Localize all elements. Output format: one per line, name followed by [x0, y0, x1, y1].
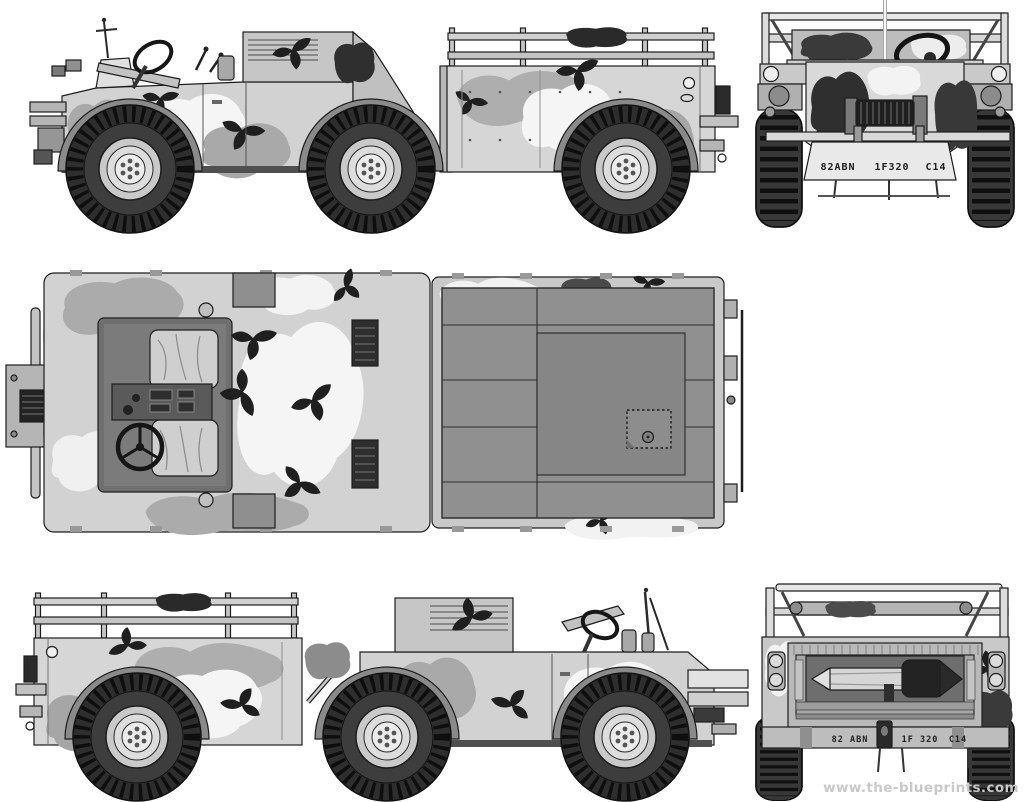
front-bumper — [29, 101, 67, 113]
taillight — [988, 653, 1004, 669]
wheel — [561, 673, 689, 801]
seat-top — [149, 329, 219, 389]
top-view — [5, 267, 744, 542]
watermark-text: www.the-blueprints.com — [823, 780, 1019, 796]
front-bumper-marking-left: 82ABN — [820, 162, 855, 173]
steering-wheel-top — [115, 422, 165, 472]
top-winch — [19, 389, 47, 423]
rocker-sill — [360, 740, 712, 747]
front-tire-left — [756, 109, 802, 227]
folded-windshield — [561, 605, 625, 632]
taillight — [682, 76, 696, 90]
front-bumper — [687, 669, 749, 689]
rear-view: 82 ABN 1F 320 C14 — [756, 583, 1014, 800]
rear-bumper-marking-left: 82 ABN — [832, 735, 869, 745]
side-view-bottom — [15, 587, 749, 801]
blackout-lamp-right — [980, 85, 1002, 107]
seat-back — [621, 629, 637, 653]
roll-rail — [775, 583, 1003, 592]
bed-rivets — [468, 90, 622, 142]
cargo-rails — [33, 592, 299, 639]
rear-bumper-marking-right: C14 — [949, 735, 967, 745]
taillight — [768, 653, 784, 669]
blackout-lamp-left — [768, 85, 790, 107]
engine-box — [394, 597, 514, 653]
bumper-supports — [799, 747, 969, 773]
front-bumper-marking-right: C14 — [925, 162, 946, 173]
front-bumper-marking-center: 1F320 — [874, 162, 909, 173]
front-view: 82ABN 1F320 C14 — [756, 0, 1014, 227]
headlight-right — [990, 65, 1008, 83]
side-view-top — [29, 17, 739, 233]
wheel — [323, 673, 451, 801]
wheel — [73, 673, 201, 801]
front-bumper-plate — [803, 141, 957, 181]
mirror-post — [103, 21, 109, 59]
taillight — [45, 645, 59, 659]
rear-bumper-marking-center: 1F 320 — [902, 735, 939, 745]
steering-wheel — [580, 609, 620, 641]
wheel — [66, 105, 194, 233]
wheel — [562, 105, 690, 233]
rocker-sill — [62, 166, 431, 173]
canvas-roll — [791, 601, 971, 616]
bed-hinges — [452, 273, 684, 532]
wheel — [307, 105, 435, 233]
cargo-rails — [447, 27, 715, 71]
steering-wheel — [132, 39, 174, 75]
headlight-left — [762, 65, 780, 83]
seat-back — [217, 55, 235, 81]
